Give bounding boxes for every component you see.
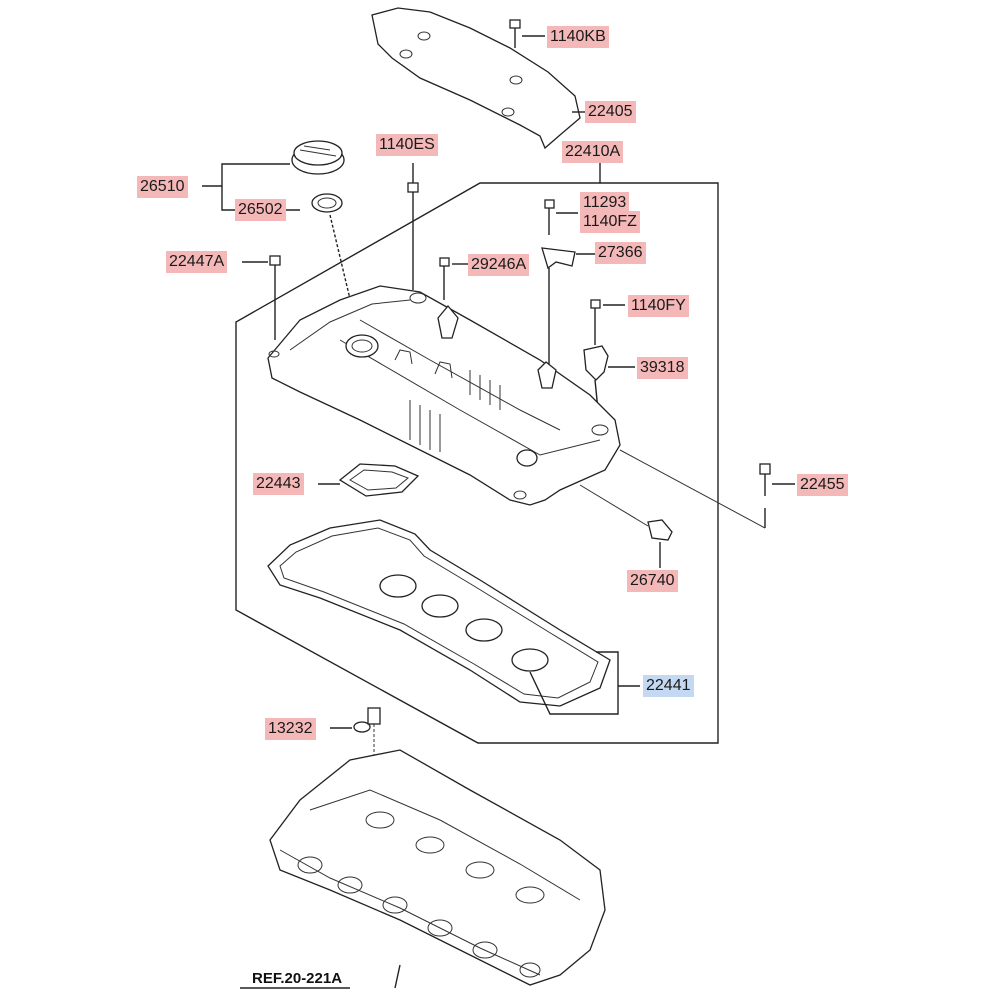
cover-22405	[371, 7, 581, 150]
sensor-26740	[579, 484, 673, 568]
label-1140FZ[interactable]: 1140FZ	[580, 211, 640, 233]
bolt-11293	[544, 199, 578, 235]
label-29246A[interactable]: 29246A	[468, 254, 530, 276]
label-22455[interactable]: 22455	[797, 474, 848, 496]
label-11293[interactable]: 11293	[580, 192, 630, 214]
bolt-1140KB	[509, 19, 545, 48]
valve-cover-22410	[267, 285, 621, 506]
gasket-22443	[318, 463, 420, 497]
reference-label[interactable]: REF.20-221A	[252, 970, 343, 987]
label-22405[interactable]: 22405	[585, 101, 636, 123]
bolt-22455	[619, 449, 795, 529]
bolt-1140FY	[590, 299, 625, 345]
label-26502[interactable]: 26502	[235, 199, 286, 221]
label-1140FY[interactable]: 1140FY	[628, 295, 689, 317]
label-27366[interactable]: 27366	[595, 242, 646, 264]
gasket-26502	[311, 193, 343, 213]
label-1140ES[interactable]: 1140ES	[376, 134, 438, 156]
label-1140KB[interactable]: 1140KB	[547, 26, 609, 48]
label-26510[interactable]: 26510	[137, 176, 188, 198]
label-22441[interactable]: 22441	[643, 675, 694, 697]
label-22447A[interactable]: 22447A	[166, 251, 228, 273]
label-39318[interactable]: 39318	[637, 357, 688, 379]
oil-cap-26510	[291, 140, 345, 175]
bolt-29246A	[439, 257, 468, 300]
cylinder-head	[240, 749, 606, 989]
bolt-22447A	[242, 255, 281, 340]
bolt-1140ES	[407, 163, 419, 290]
assembly-frame	[235, 182, 719, 744]
bracket-27366	[541, 247, 595, 370]
label-22443[interactable]: 22443	[253, 473, 304, 495]
label-22410A[interactable]: 22410A	[562, 141, 624, 163]
label-13232[interactable]: 13232	[265, 718, 316, 740]
sensor-39318	[583, 345, 635, 411]
gasket-22441	[267, 519, 640, 715]
label-26740[interactable]: 26740	[627, 570, 678, 592]
